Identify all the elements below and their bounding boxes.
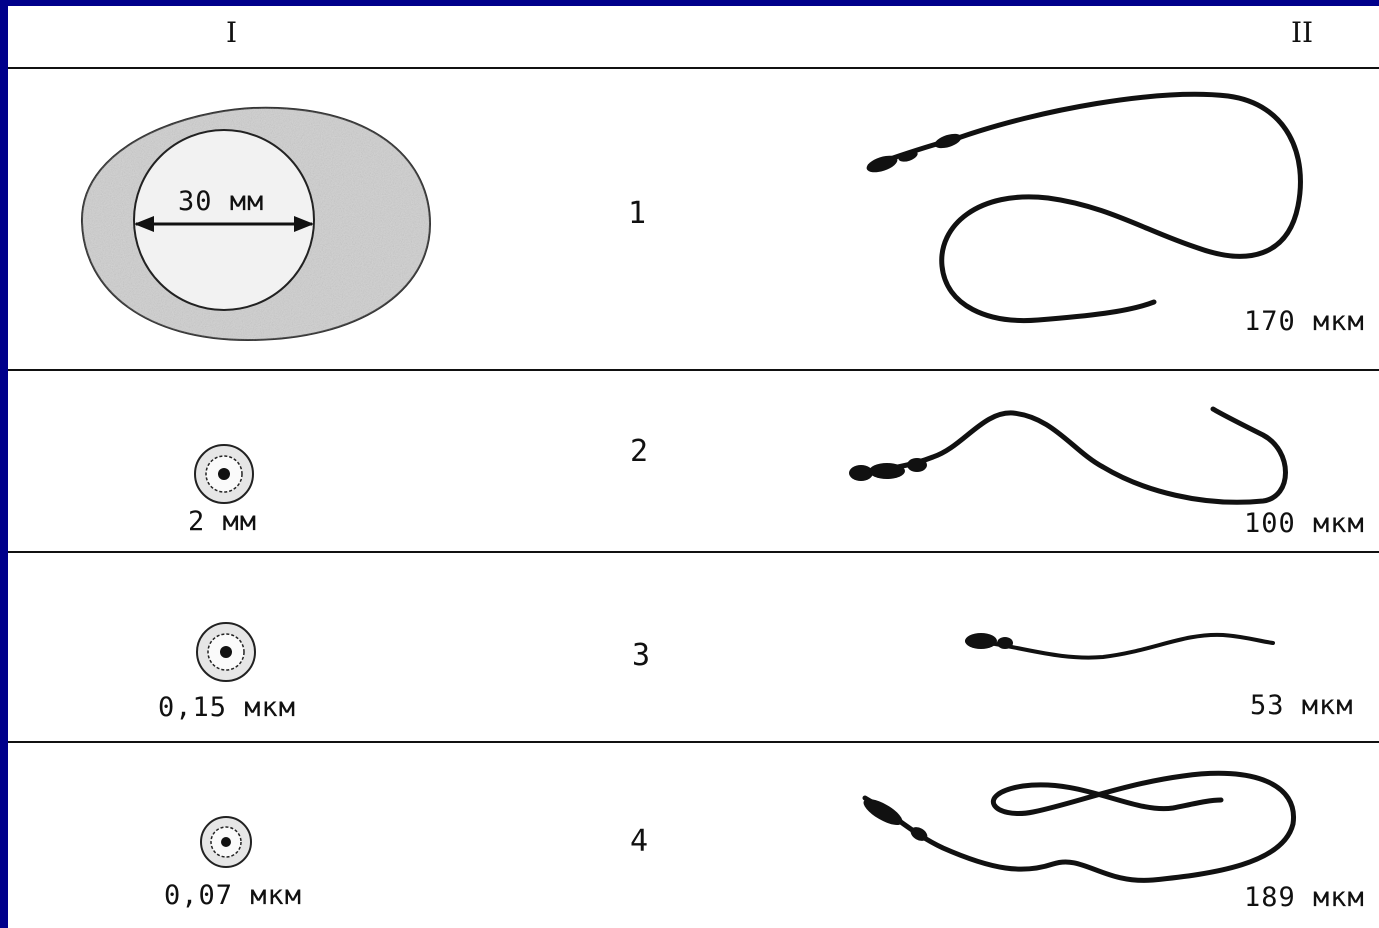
egg-size-label: 30 мм (178, 186, 264, 217)
sperm-illustration (843, 391, 1303, 521)
row-number: 2 (630, 434, 648, 469)
column-header-right: II (1291, 16, 1313, 49)
sperm-length-label: 100 мкм (1244, 508, 1365, 539)
row-number: 1 (628, 196, 646, 231)
egg-size-label: 2 мм (188, 506, 257, 537)
column-header-left: I (226, 16, 237, 49)
row-divider (8, 741, 1379, 743)
row-divider (8, 369, 1379, 371)
comparison-table: I II 30 мм 1 170 мкм 2 (8, 6, 1379, 928)
small-egg-illustration (194, 620, 258, 684)
row-divider (8, 67, 1379, 69)
large-egg-illustration (78, 102, 438, 352)
row-divider (8, 551, 1379, 553)
small-egg-illustration (192, 442, 256, 506)
row-number: 4 (630, 824, 648, 859)
sperm-illustration (953, 621, 1283, 671)
sperm-length-label: 170 мкм (1244, 306, 1365, 337)
sperm-illustration (853, 764, 1313, 894)
row-number: 3 (632, 638, 650, 673)
sperm-length-label: 189 мкм (1244, 882, 1365, 913)
small-egg-illustration (198, 814, 254, 870)
sperm-illustration (858, 86, 1318, 336)
egg-nucleus-circle (134, 130, 314, 310)
egg-size-label: 0,15 мкм (158, 692, 296, 723)
sperm-length-label: 53 мкм (1250, 690, 1354, 721)
egg-size-label: 0,07 мкм (164, 880, 302, 911)
